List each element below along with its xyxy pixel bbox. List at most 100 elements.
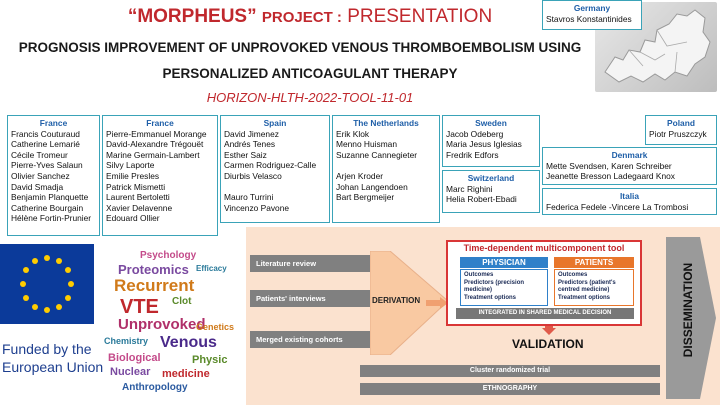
validation-label: VALIDATION (512, 337, 584, 351)
person-name: Menno Huisman (336, 139, 397, 150)
arrow-down-icon (542, 323, 556, 335)
grant-code: HORIZON-HLTH-2022-TOOL-11-01 (206, 90, 414, 105)
person-name: David-Alexandre Trégouët (106, 139, 204, 150)
person-name: Patrick Mismetti (106, 181, 166, 192)
cloud-word: medicine (162, 368, 210, 380)
person-name: Fredrik Edfors (446, 149, 499, 160)
multicomponent-tool-box: Time-dependent multicomponent tool PHYSI… (446, 240, 642, 326)
cloud-word: Unprovoked (118, 316, 206, 333)
person-name: Suzanne Cannegieter (336, 149, 418, 160)
dissemination-arrow: DISSEMINATION (666, 237, 716, 399)
country-label: Italia (619, 191, 640, 201)
dissemination-label: DISSEMINATION (681, 262, 695, 358)
europe-map-image (595, 2, 717, 92)
derivation-arrow-shape (370, 251, 449, 355)
cloud-word: Psychology (140, 250, 197, 261)
person-name: Catherine Lemarié (11, 139, 80, 150)
title-project: PROJECT : (261, 9, 342, 26)
partner-box-sweden: Sweden Jacob Odeberg Maria Jesus Iglesia… (442, 115, 540, 167)
title-quoted: “MORPHEUS” (127, 6, 257, 27)
eu-flag-image (0, 244, 94, 324)
step-patients-interviews: Patients' interviews (250, 290, 370, 307)
funded-line-1: Funded by the (2, 341, 92, 357)
person-name: Marine Germain-Lambert (106, 149, 200, 160)
person-name: Erik Klok (336, 128, 370, 139)
person-name: David Smadja (11, 181, 64, 192)
step-merged-cohorts: Merged existing cohorts (250, 331, 370, 348)
cloud-word: Recurrent (114, 276, 195, 295)
partner-box-france-2: France Pierre-Emmanuel Morange David-Ale… (102, 115, 218, 236)
person-name: Diurbis Velasco (224, 170, 282, 181)
partner-box-germany: Germany Stavros Konstantinides (542, 0, 642, 30)
word-cloud: Psychology Proteomics Efficacy Recurrent… (100, 250, 245, 398)
person-name: Mauro Turrini (224, 192, 274, 203)
person-name: Laurent Bertoletti (106, 192, 170, 203)
country-label: Germany (573, 3, 611, 13)
cloud-word: Biological (108, 352, 161, 364)
person-name: Carmen Rodriguez-Calle (224, 160, 317, 171)
person-name: Emilie Presles (106, 170, 160, 181)
partner-box-france-1: France Francis Couturaud Catherine Lemar… (7, 115, 100, 236)
cloud-word: Venous (160, 334, 217, 351)
cloud-word: Proteomics (118, 262, 189, 277)
person-name: Jacob Odeberg (446, 128, 504, 139)
person-name: Bart Bergmeijer (336, 192, 395, 203)
person-name: Olivier Sanchez (11, 170, 70, 181)
spacer (336, 160, 436, 171)
cloud-word: Physic (192, 354, 228, 366)
derivation-label: DERIVATION (372, 296, 421, 305)
person-name: Piotr Pruszczyk (649, 128, 707, 139)
country-label: The Netherlands (353, 118, 419, 128)
eu-stars (20, 255, 74, 313)
main-title: “MORPHEUS” PROJECT : PRESENTATION (40, 6, 580, 28)
subtitle-line-1: PROGNOSIS IMPROVEMENT OF UNPROVOKED VENO… (18, 40, 582, 55)
funded-line-2: European Union (2, 359, 104, 375)
patients-treatment: Treatment options (558, 294, 611, 301)
patients-predictors: Predictors (patient's centred medicine) (558, 279, 616, 294)
physician-predictors: Predictors (precision medicine) (464, 279, 525, 294)
person-name: Silvy Laporte (106, 160, 155, 171)
partner-box-switzerland: Switzerland Marc Righini Helia Robert-Eb… (442, 170, 540, 213)
person-name: Vincenzo Pavone (224, 202, 290, 213)
partner-box-denmark: Denmark Mette Svendsen, Karen Schreiber … (542, 147, 717, 185)
person-name: Hélène Fortin-Prunier (11, 213, 92, 224)
person-name: Esther Saiz (224, 149, 267, 160)
person-name: Federica Fedele -Vincere La Trombosi (546, 201, 689, 212)
partner-box-italia: Italia Federica Fedele -Vincere La Tromb… (542, 188, 717, 215)
country-label: Poland (667, 118, 695, 128)
subtitle-line-2: PERSONALIZED ANTICOAGULANT THERAPY (162, 66, 458, 81)
title-presentation: PRESENTATION (347, 6, 493, 27)
funded-by-eu-text: Funded by the European Union (2, 340, 103, 376)
tool-title: Time-dependent multicomponent tool (463, 243, 625, 253)
country-label: Sweden (475, 118, 507, 128)
country-label: Denmark (611, 150, 648, 160)
cloud-word: Clot (172, 296, 192, 307)
person-name: Mette Svendsen, Karen Schreiber (546, 160, 672, 171)
patients-header: PATIENTS (554, 257, 634, 268)
person-name: Maria Jesus Iglesias (446, 139, 522, 150)
physician-treatment: Treatment options (464, 294, 517, 301)
person-name: Cécile Tromeur (11, 149, 68, 160)
arrow-right-icon (426, 297, 448, 309)
partner-box-spain: Spain David Jimenez Andrés Tenes Esther … (220, 115, 330, 223)
cluster-randomized-trial-bar: Cluster randomized trial (360, 365, 660, 377)
partner-box-poland: Poland Piotr Pruszczyk (645, 115, 717, 145)
spacer (224, 182, 326, 193)
person-name: Benjamin Planquette (11, 192, 89, 203)
person-name: Arjen Kroder (336, 170, 384, 181)
cloud-word: Nuclear (110, 366, 151, 378)
person-name: Johan Langendoen (336, 181, 408, 192)
person-name: Jeanette Bresson Ladegaard Knox (546, 171, 675, 182)
country-label: France (39, 118, 68, 128)
cloud-word: Anthropology (122, 382, 188, 393)
country-label: Spain (263, 118, 287, 128)
physician-outcomes: Outcomes (464, 272, 494, 278)
person-name: Catherine Bourgain (11, 202, 84, 213)
person-name: Pierre-Yves Salaun (11, 160, 83, 171)
integrated-decision-bar: INTEGRATED IN SHARED MEDICAL DECISION (456, 308, 634, 319)
ethnography-bar: ETHNOGRAPHY (360, 383, 660, 395)
person-name: Marc Righini (446, 183, 493, 194)
patients-panel: Outcomes Predictors (patient's centred m… (554, 269, 634, 306)
physician-header: PHYSICIAN (460, 257, 548, 268)
person-name: Edouard Ollier (106, 213, 160, 224)
